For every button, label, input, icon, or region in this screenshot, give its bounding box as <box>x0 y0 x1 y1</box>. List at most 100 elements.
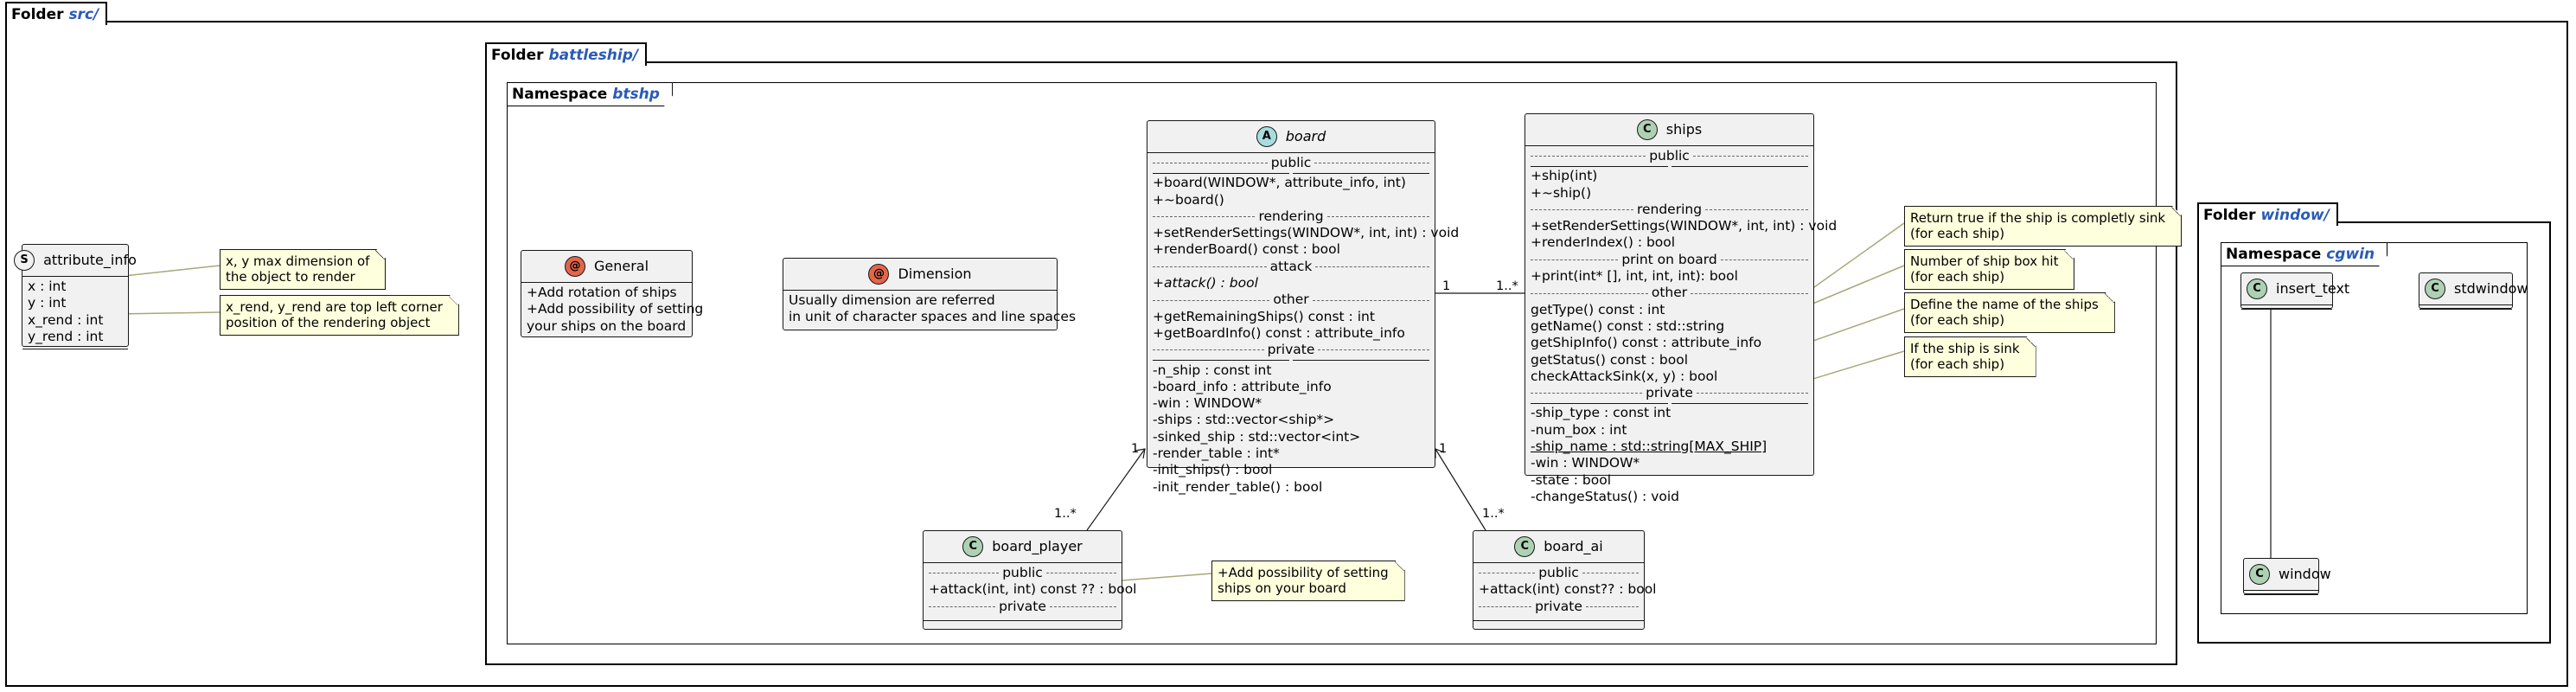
annotation-line: Usually dimension are referred <box>789 292 995 308</box>
folder-keyword: Folder <box>11 6 64 23</box>
namespace-name: btshp <box>612 86 660 103</box>
method: +getRemainingShips() const : int <box>1153 308 1375 324</box>
method: -init_render_table() : bool <box>1153 478 1323 495</box>
class-window[interactable]: C window <box>2243 558 2331 595</box>
multiplicity: 1..* <box>1496 279 1518 293</box>
folder-keyword: Folder <box>491 47 544 64</box>
method: checkAttackSink(x, y) : bool <box>1531 368 1718 384</box>
field: -win : WINDOW* <box>1531 455 1640 471</box>
field-list: x : int y : int x_rend : int y_rend : in… <box>22 277 128 347</box>
method: -init_ships() : bool <box>1153 462 1273 478</box>
section-private: private <box>1153 342 1429 358</box>
multiplicity: 1 <box>1442 279 1451 293</box>
note-line: x, y max dimension of <box>226 253 370 269</box>
note-line: position of the rendering object <box>226 315 431 330</box>
note-line: the object to render <box>226 269 355 285</box>
field: -win : WINDOW* <box>1153 395 1262 412</box>
class-title: board <box>1285 128 1326 145</box>
class-attribute-info[interactable]: S attribute_info x : int y : int x_rend … <box>14 244 137 350</box>
section-rendering: rendering <box>1531 202 1808 218</box>
section-public: public <box>1153 155 1429 171</box>
multiplicity: 1 <box>1131 442 1140 456</box>
note-xy-max: x, y max dimension of the object to rend… <box>220 249 386 290</box>
class-icon: C <box>2247 279 2267 299</box>
namespace-cgwin-tab: Namespace cgwin <box>2221 242 2387 266</box>
note-rend: x_rend, y_rend are top left corner posit… <box>220 295 459 336</box>
folder-window-tab: Folder window/ <box>2197 202 2338 226</box>
method: +attack(int, int) const ?? : bool <box>929 581 1137 598</box>
method: getShipInfo() const : attribute_info <box>1531 335 1762 351</box>
section-attack: attack <box>1153 259 1429 275</box>
struct-icon: S <box>14 250 35 271</box>
class-ships[interactable]: C ships public +ship(int) +~ship() rende… <box>1525 113 1838 504</box>
class-board[interactable]: A board public +board(WINDOW*, attribute… <box>1147 120 1459 495</box>
field: -n_ship : const int <box>1153 362 1272 378</box>
section-rendering: rendering <box>1153 208 1429 225</box>
method: +board(WINDOW*, attribute_info, int) <box>1153 175 1406 191</box>
note-line: Define the name of the ships <box>1910 297 2099 312</box>
folder-src-tab: Folder src/ <box>5 2 108 25</box>
multiplicity: 1..* <box>1482 507 1505 521</box>
method: -changeStatus() : void <box>1531 488 1679 504</box>
method: +setRenderSettings(WINDOW*, int, int) : … <box>1531 218 1838 234</box>
field: -sinked_ship : std::vector<int> <box>1153 428 1361 445</box>
class-stdwindow[interactable]: C stdwindow <box>2419 272 2528 310</box>
annotation-title: General <box>593 258 649 275</box>
note-line: (for each ship) <box>1910 312 2005 328</box>
class-board-player[interactable]: C board_player public +attack(int, int) … <box>923 530 1137 630</box>
class-title: window <box>2279 566 2331 583</box>
annotation-dimension[interactable]: @ Dimension Usually dimension are referr… <box>783 258 1076 330</box>
annotation-line: your ships on the board <box>527 317 687 334</box>
note-hit: Number of ship box hit (for each ship) <box>1904 249 2074 290</box>
namespace-keyword: Namespace <box>2226 246 2322 263</box>
note-line: Number of ship box hit <box>1910 253 2059 269</box>
arrowhead-ai <box>1435 448 1445 458</box>
annotation-title: Dimension <box>898 266 972 283</box>
class-icon: C <box>2425 279 2445 299</box>
method: +ship(int) <box>1531 168 1598 184</box>
folder-name: src/ <box>68 6 99 23</box>
class-title: attribute_info <box>43 252 137 269</box>
note-line: ships on your board <box>1218 580 1346 596</box>
method: getName() const : std::string <box>1531 317 1725 334</box>
field: -ships : std::vector<ship*> <box>1153 412 1335 428</box>
section-private: private <box>929 599 1116 615</box>
method: +renderIndex() : bool <box>1531 234 1676 251</box>
note-setting: +Add possibility of setting ships on you… <box>1211 561 1405 601</box>
folder-keyword: Folder <box>2203 207 2256 224</box>
note-line: (for each ship) <box>1910 356 2005 372</box>
class-icon: C <box>1514 536 1536 557</box>
class-icon: C <box>1636 119 1658 140</box>
abstract-icon: A <box>1256 126 1277 147</box>
note-line: (for each ship) <box>1910 226 2005 241</box>
method: +attack(int) const?? : bool <box>1479 581 1657 598</box>
class-insert-text[interactable]: C insert_text <box>2240 272 2349 310</box>
method: getStatus() const : bool <box>1531 351 1689 368</box>
note-sink: Return true if the ship is completly sin… <box>1904 206 2182 247</box>
note-line: (for each ship) <box>1910 269 2005 285</box>
note-state: If the ship is sink (for each ship) <box>1904 336 2036 377</box>
association-ai-board <box>1435 448 1486 531</box>
class-title: board_player <box>992 538 1083 555</box>
method: +~board() <box>1153 191 1224 208</box>
section-private: private <box>1531 385 1808 401</box>
section-private: private <box>1479 599 1639 615</box>
class-title: ships <box>1665 121 1703 138</box>
field: x : int <box>28 279 67 294</box>
folder-name: battleship/ <box>548 47 639 64</box>
namespace-name: cgwin <box>2326 246 2375 263</box>
section-public: public <box>929 565 1116 581</box>
note-link-setting <box>1122 573 1212 581</box>
class-icon: C <box>962 536 984 557</box>
class-title: board_ai <box>1544 538 1603 555</box>
annotation-line: +Add possibility of setting <box>527 301 704 317</box>
class-title: stdwindow <box>2454 280 2528 298</box>
section-other: other <box>1531 285 1808 301</box>
annotation-line: +Add rotation of ships <box>527 285 677 300</box>
annotation-general[interactable]: @ General +Add rotation of ships +Add po… <box>521 250 704 337</box>
association-player-board <box>1086 448 1146 531</box>
field: -render_table : int* <box>1153 445 1280 462</box>
class-board-ai[interactable]: C board_ai public +attack(int) const?? :… <box>1473 530 1657 630</box>
field: -num_box : int <box>1531 421 1627 438</box>
section-print: print on board <box>1531 252 1808 268</box>
